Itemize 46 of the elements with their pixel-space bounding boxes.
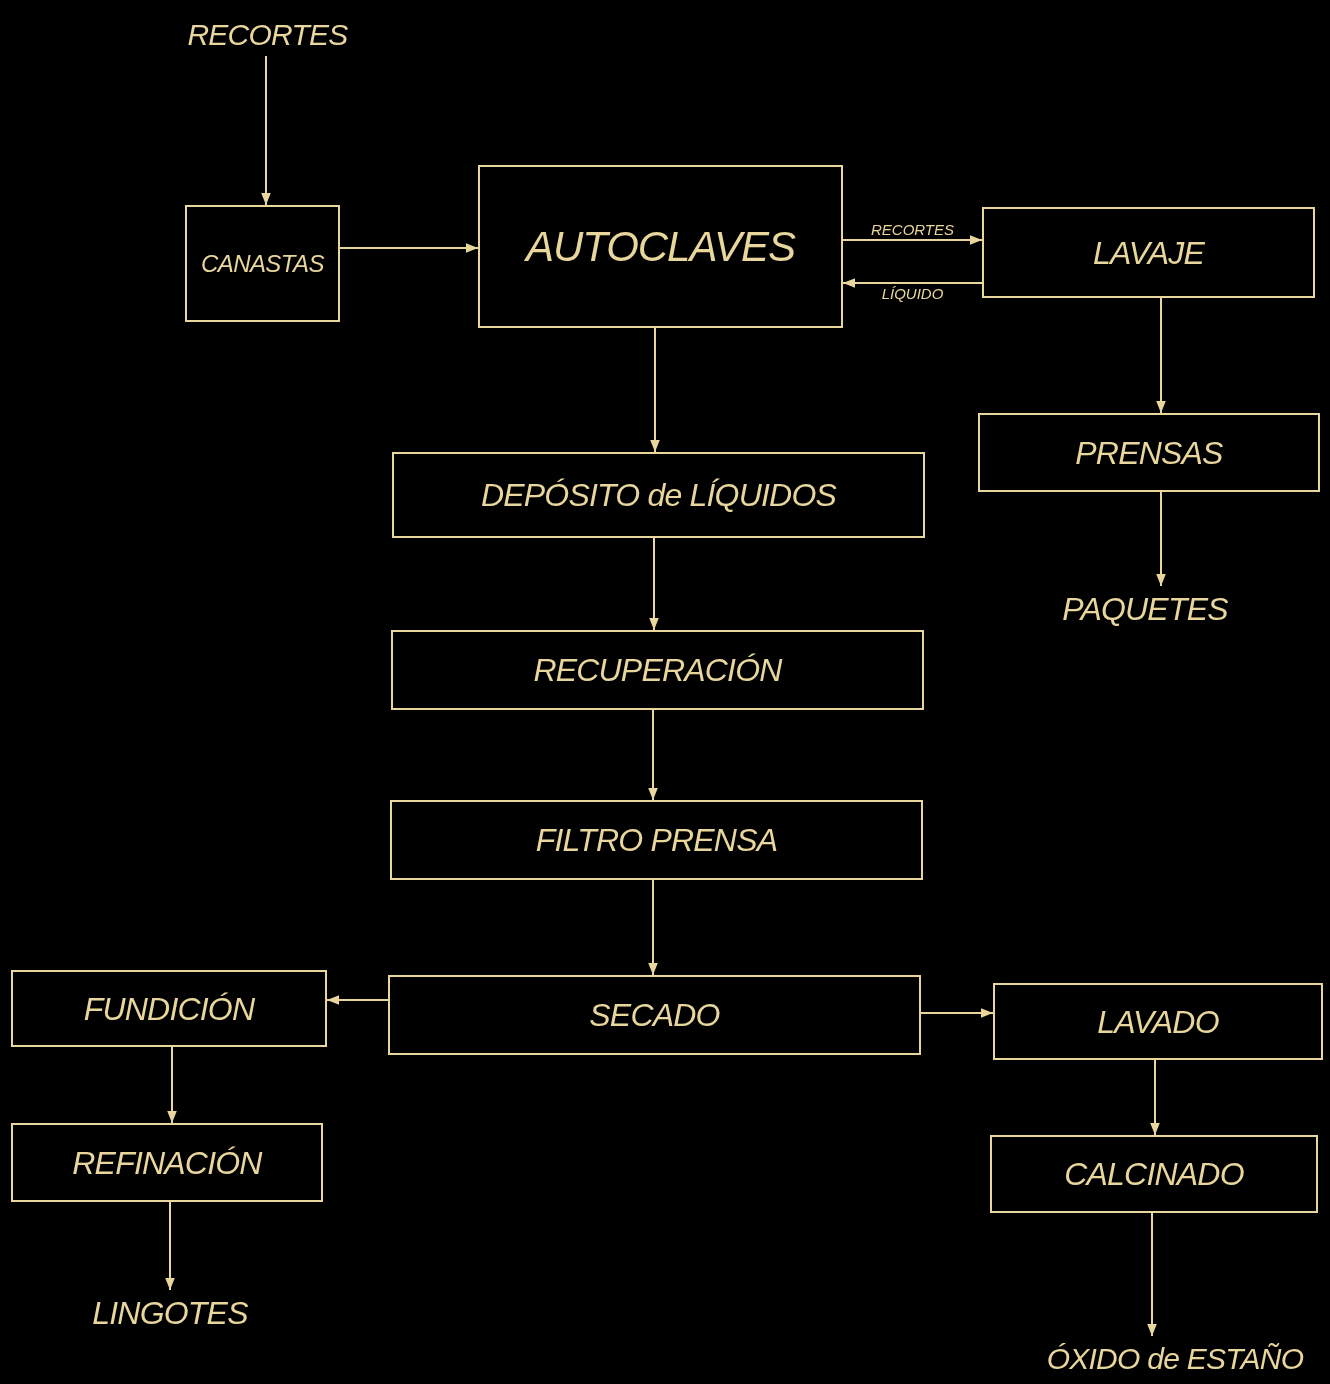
box-label: PRENSAS bbox=[1075, 433, 1223, 473]
arrow bbox=[165, 1201, 175, 1291]
process-box bbox=[990, 1135, 1318, 1213]
process-box bbox=[993, 983, 1323, 1060]
process-box bbox=[392, 452, 925, 538]
edge-label: LÍQUIDO bbox=[879, 286, 946, 301]
box-label: RECUPERACIÓN bbox=[533, 651, 782, 690]
box-label: LAVADO bbox=[1097, 1002, 1219, 1042]
arrow bbox=[167, 1046, 177, 1124]
arrow bbox=[920, 1008, 994, 1018]
arrow bbox=[1147, 1212, 1157, 1337]
process-box bbox=[478, 165, 843, 328]
node-label: LINGOTES bbox=[75, 1290, 265, 1336]
node-label: ÓXIDO de ESTAÑO bbox=[1025, 1336, 1325, 1380]
process-box bbox=[11, 970, 327, 1047]
box-label: FILTRO PRENSA bbox=[535, 821, 778, 860]
arrow bbox=[1150, 1059, 1160, 1136]
arrow bbox=[842, 235, 983, 245]
process-box bbox=[11, 1123, 323, 1202]
box-label: REFINACIÓN bbox=[72, 1143, 262, 1183]
edge-label: RECORTES bbox=[868, 222, 957, 237]
process-box bbox=[978, 413, 1320, 492]
process-box bbox=[391, 630, 924, 710]
node-label: PAQUETES bbox=[1045, 586, 1245, 632]
box-label: CALCINADO bbox=[1064, 1155, 1244, 1194]
process-box bbox=[982, 207, 1315, 298]
arrow bbox=[1156, 491, 1166, 587]
process-box bbox=[185, 205, 340, 322]
arrow bbox=[339, 243, 479, 253]
process-box bbox=[390, 800, 923, 880]
box-label: FUNDICIÓN bbox=[83, 989, 255, 1029]
arrow bbox=[649, 537, 659, 631]
arrow bbox=[648, 879, 658, 976]
arrow bbox=[648, 709, 658, 801]
process-box bbox=[388, 975, 921, 1055]
box-label: CANASTAS bbox=[201, 248, 324, 279]
node-label: RECORTES bbox=[185, 12, 350, 56]
box-label: AUTOCLAVES bbox=[526, 222, 795, 272]
arrow bbox=[1156, 297, 1166, 414]
arrow bbox=[326, 995, 389, 1005]
box-label: LAVAJE bbox=[1093, 233, 1204, 273]
arrow bbox=[261, 55, 271, 206]
arrow bbox=[650, 327, 660, 453]
arrow bbox=[842, 278, 983, 288]
box-label: DEPÓSITO de LÍQUIDOS bbox=[480, 476, 837, 515]
box-label: SECADO bbox=[589, 996, 720, 1035]
